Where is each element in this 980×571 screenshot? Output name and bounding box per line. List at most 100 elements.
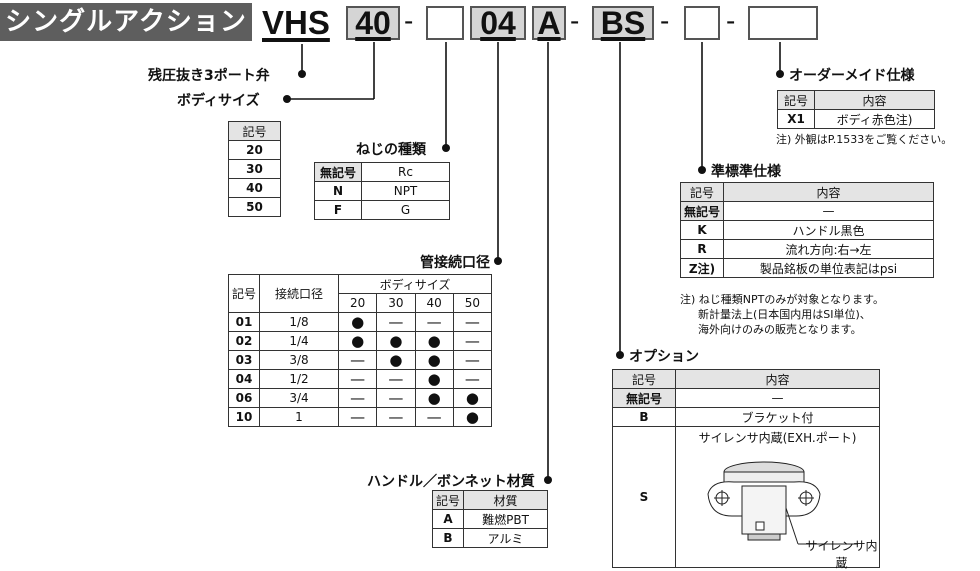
table-cell: —	[675, 388, 880, 408]
label-port: 管接続口径	[420, 255, 490, 271]
table-cell: —	[452, 312, 493, 332]
semi-std-code-box: BS	[592, 6, 654, 40]
note-line: 新計量法上(日本国内用はSI単位)、	[698, 308, 871, 321]
table-cell: 3/8	[259, 350, 339, 370]
table-cell: ●	[414, 369, 454, 389]
table-cell: —	[452, 369, 493, 389]
table-cell: B	[432, 528, 464, 548]
table-cell: 03	[228, 350, 260, 370]
table-cell: ●	[337, 331, 378, 351]
label-body-size: ボディサイズ	[177, 93, 260, 109]
table-cell: A	[432, 509, 464, 529]
table-cell: ボディ赤色注)	[814, 109, 935, 129]
label-handle: ハンドル／ボンネット材質	[367, 474, 535, 490]
label-semi-std: 準標準仕様	[711, 164, 781, 180]
table-cell: ●	[337, 312, 378, 332]
order-made-note: 注) 外観はP.1533をご覧ください。	[776, 133, 953, 146]
table-cell: 1/8	[259, 312, 339, 332]
table-cell: ●	[376, 331, 416, 351]
table-cell: —	[337, 350, 378, 370]
table-cell: N	[314, 181, 362, 201]
label-order-made: オーダーメイド仕様	[789, 68, 915, 84]
table-cell: 06	[228, 388, 260, 408]
table-cell: S	[612, 426, 676, 568]
table-header: 記号	[680, 182, 724, 202]
table-cell: —	[376, 312, 416, 332]
table-cell: B	[612, 407, 676, 427]
semi-std-note: 注) ねじ種類NPTのみが対象となります。 新計量法上(日本国内用はSI単位)、…	[680, 292, 884, 337]
table-cell: 04	[228, 369, 260, 389]
port-code-box: 04	[470, 6, 526, 40]
table-cell: 50	[228, 197, 281, 217]
table-header: 記号	[612, 369, 676, 389]
table-row: Z注)製品銘板の単位表記はpsi	[680, 258, 934, 278]
table-header: 30	[376, 293, 416, 313]
table-cell: ●	[452, 388, 493, 408]
label-residual: 残圧抜き3ポート弁	[148, 68, 270, 84]
table-header: 内容	[723, 182, 934, 202]
table-row: 無記号—	[680, 201, 934, 221]
table-header: 材質	[463, 490, 548, 510]
silencer-callout: サイレンサ内蔵	[805, 539, 878, 570]
note-line: 海外向けのみの販売となります。	[698, 323, 862, 336]
table-cell: アルミ	[463, 528, 548, 548]
table-header: 50	[452, 293, 493, 313]
option-code-box	[684, 6, 720, 40]
table-cell: ●	[452, 407, 493, 427]
table-cell: 無記号	[680, 201, 724, 221]
table-header: 記号	[777, 90, 815, 110]
table-cell: —	[376, 407, 416, 427]
table-cell: 無記号	[612, 388, 676, 408]
title-badge: シングルアクション	[0, 3, 252, 41]
table-cell: 1	[259, 407, 339, 427]
table-cell: Z注)	[680, 258, 724, 278]
table-cell: R	[680, 239, 724, 259]
table-header: 記号	[228, 121, 281, 141]
note-line: 注) ねじ種類NPTのみが対象となります。	[680, 293, 884, 306]
table-cell: —	[337, 388, 378, 408]
table-cell: —	[414, 312, 454, 332]
body-size-table: 記号 20 30 40 50	[228, 121, 281, 217]
table-cell: ●	[376, 350, 416, 370]
silencer-title: サイレンサ内蔵(EXH.ポート)	[698, 431, 857, 445]
table-cell: 難燃PBT	[463, 509, 548, 529]
table-cell: —	[452, 331, 493, 351]
table-cell: —	[337, 407, 378, 427]
table-cell: NPT	[361, 181, 450, 201]
table-row: 無記号—	[612, 388, 880, 408]
table-cell: —	[376, 369, 416, 389]
table-header: 内容	[814, 90, 935, 110]
separator: -	[726, 5, 736, 36]
table-cell: 3/4	[259, 388, 339, 408]
label-thread: ねじの種類	[356, 142, 426, 158]
table-cell: G	[361, 200, 450, 220]
body-size-code-box: 40	[346, 6, 400, 40]
table-cell: —	[337, 369, 378, 389]
table-cell: F	[314, 200, 362, 220]
label-option: オプション	[629, 349, 699, 365]
table-cell: 無記号	[314, 162, 362, 182]
table-cell: 10	[228, 407, 260, 427]
table-header: ボディサイズ	[338, 274, 492, 294]
table-cell: 01	[228, 312, 260, 332]
table-header: 20	[337, 293, 378, 313]
handle-code-box: A	[532, 6, 566, 40]
table-cell: —	[376, 388, 416, 408]
table-cell: X1	[777, 109, 815, 129]
